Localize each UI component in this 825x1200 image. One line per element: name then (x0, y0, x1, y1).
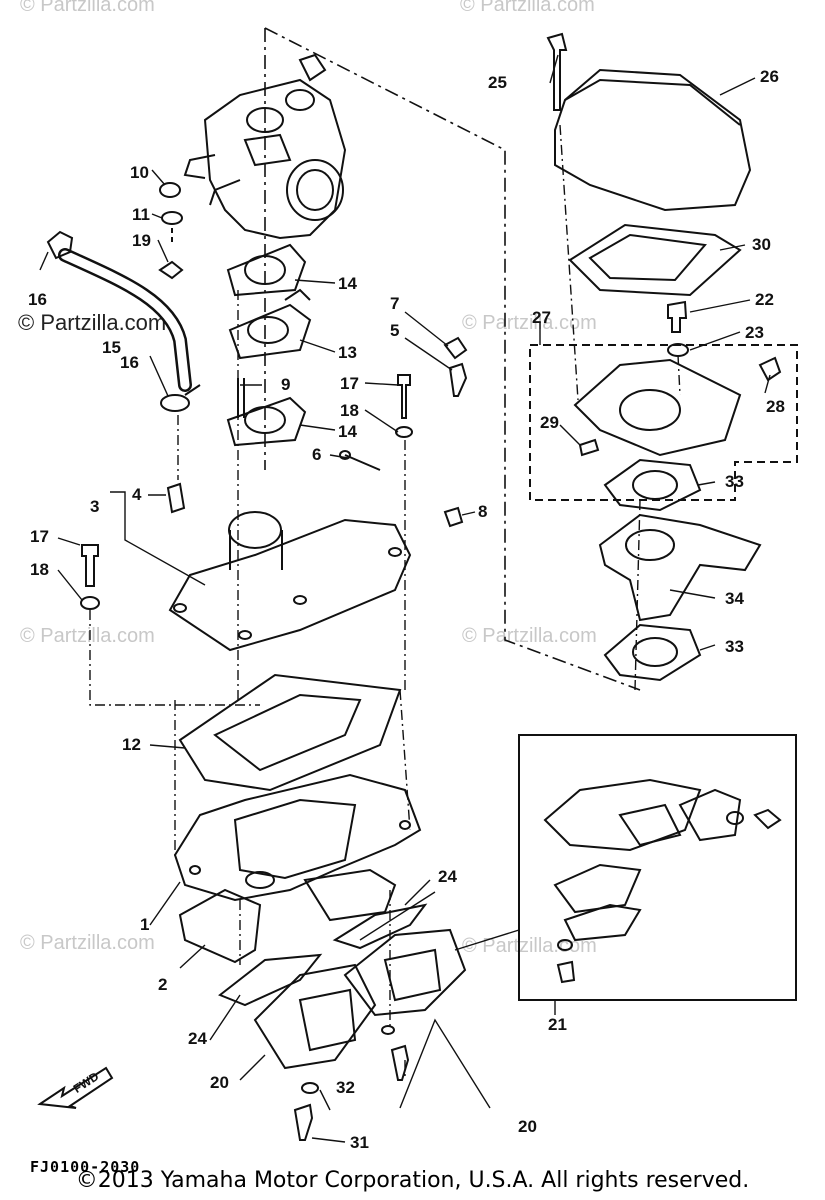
watermark: © Partzilla.com (20, 932, 155, 954)
screw-6 (344, 454, 381, 471)
callout-5: 5 (390, 321, 399, 340)
callout-27: 27 (532, 308, 551, 327)
callout-22: 22 (755, 290, 774, 309)
gasket-lower (226, 396, 307, 447)
watermark: © Partzilla.com (20, 0, 155, 16)
bolt-17 (397, 374, 411, 419)
callout-16: 16 (28, 290, 47, 309)
callout-12: 12 (122, 735, 141, 754)
nut (159, 182, 181, 198)
callout-1: 1 (140, 915, 149, 934)
callout-23: 23 (745, 323, 764, 342)
washer-32 (301, 1082, 319, 1094)
reed-valve-upper (343, 928, 467, 1017)
callout-34: 34 (725, 589, 744, 608)
callout-19: 19 (132, 231, 151, 250)
diagram-code: FJ0100-2030 (30, 1158, 141, 1176)
reed-block-1 (173, 773, 422, 902)
callout-15: 15 (102, 338, 121, 357)
callout-8: 8 (478, 502, 487, 521)
hose-clamp (46, 230, 74, 260)
cap-4 (166, 482, 186, 514)
air-filter (568, 223, 742, 297)
gasket-24-upper (332, 903, 428, 950)
spacer-13 (228, 303, 312, 360)
fitting-5 (448, 362, 468, 397)
leader-lines (39, 54, 771, 1143)
callout-6: 6 (312, 445, 321, 464)
washer-18-left (80, 596, 100, 610)
callout-18: 18 (30, 560, 49, 579)
intake-manifold (168, 511, 412, 652)
silencer-case (573, 358, 742, 457)
fwd-arrow-icon: FWD (37, 1066, 114, 1109)
callout-32: 32 (336, 1078, 355, 1097)
callout-24: 24 (188, 1029, 207, 1048)
washer-18 (395, 426, 413, 438)
callout-20: 20 (210, 1073, 229, 1092)
callout-33: 33 (725, 637, 744, 656)
callout-7: 7 (390, 294, 399, 313)
callout-31: 31 (350, 1133, 369, 1152)
bolt-25 (546, 32, 568, 111)
bolt-22 (667, 300, 688, 333)
gasket-upper (226, 243, 307, 297)
callout-21: 21 (548, 1015, 567, 1034)
gasket-33-lower (603, 623, 702, 682)
gasket-12 (178, 673, 402, 792)
callout-17: 17 (30, 527, 49, 546)
callout-25: 25 (488, 73, 507, 92)
callout-18: 18 (340, 401, 359, 420)
callout-33: 33 (725, 472, 744, 491)
silencer-cover (554, 68, 752, 212)
bolt-17-left (81, 544, 99, 587)
boundary-line (264, 27, 641, 691)
copyright-notice: ©2013 Yamaha Motor Corporation, U.S.A. A… (75, 1168, 750, 1193)
watermark: © Partzilla.com (462, 625, 597, 647)
hose-fitting (160, 394, 190, 412)
watermark: © Partzilla.com (462, 312, 597, 334)
watermark: © Partzilla.com (20, 625, 155, 647)
gasket-2 (178, 888, 262, 964)
gasket-33-upper (603, 458, 702, 512)
bracket-34 (598, 513, 762, 622)
stud-9 (237, 378, 245, 418)
carburetor-assembly (183, 53, 347, 240)
callout-10: 10 (130, 163, 149, 182)
fitting-28 (758, 356, 782, 382)
callout-17: 17 (340, 374, 359, 393)
reed-detail-box (518, 734, 797, 1001)
callout-28: 28 (766, 397, 785, 416)
silencer-case-box (529, 344, 798, 501)
callout-4: 4 (132, 485, 142, 504)
watermark: © Partzilla.com (18, 310, 167, 335)
assembly-lines (89, 124, 681, 1080)
callout-11: 11 (132, 205, 150, 224)
callout-24: 24 (438, 867, 457, 886)
reed-detail-parts (543, 778, 702, 852)
plug-8 (443, 506, 464, 528)
callout-29: 29 (540, 413, 559, 432)
screw-31 (293, 1103, 314, 1141)
callout-13: 13 (338, 343, 357, 362)
callout-26: 26 (760, 67, 779, 86)
callout-9: 9 (281, 375, 290, 394)
cap-7 (443, 336, 468, 360)
clip (158, 260, 184, 280)
callout-3: 3 (90, 497, 99, 516)
callout-16: 16 (120, 353, 139, 372)
callout-30: 30 (752, 235, 771, 254)
callout-2: 2 (158, 975, 167, 994)
watermark: © Partzilla.com (460, 0, 595, 16)
callout-14: 14 (338, 274, 357, 293)
screw-29 (578, 438, 600, 457)
callout-20: 20 (518, 1117, 537, 1136)
reed-valve-lower (253, 963, 377, 1070)
washer (161, 211, 183, 225)
gasket-24-lower (218, 953, 323, 1007)
callout-14: 14 (338, 422, 357, 441)
